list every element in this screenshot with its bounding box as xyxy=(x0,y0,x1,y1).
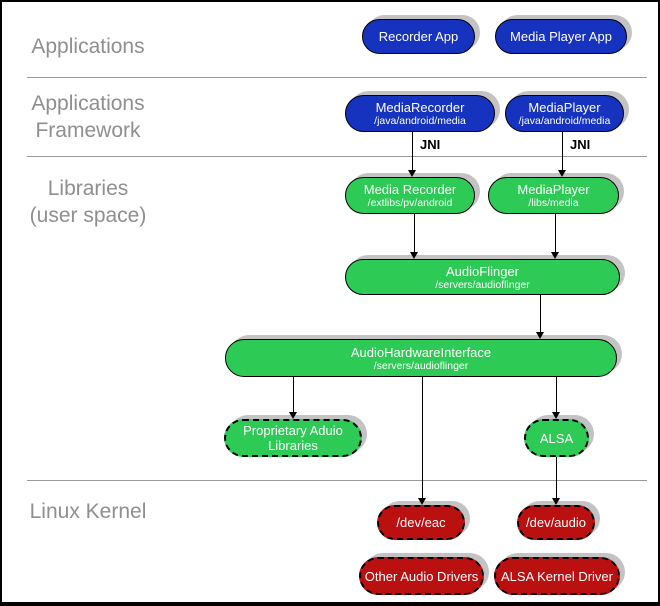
node-path: /servers/audioflinger xyxy=(373,359,469,372)
node-label: MediaPlayer xyxy=(517,182,590,197)
arrow-mediarecorder-to-audioflinger xyxy=(410,214,419,259)
layer-label-line: Applications xyxy=(31,92,145,115)
arrow-mediaplayer-to-audioflinger xyxy=(551,214,560,259)
node-label: MediaRecorder xyxy=(375,100,465,115)
layer-label-line: Framework xyxy=(35,119,141,142)
arrow-jni-mediaplayer xyxy=(558,132,567,177)
node-label: /dev/audio xyxy=(526,515,586,530)
node-path: /libs/media xyxy=(528,197,579,209)
node-other-audio-drivers: Other Audio Drivers xyxy=(359,557,484,595)
arrow-ahi-to-proprietary xyxy=(289,377,298,419)
node-media-player-app: Media Player App xyxy=(495,19,627,54)
node-dev-eac: /dev/eac xyxy=(377,505,465,540)
node-path: /extlibs/pv/android xyxy=(367,197,453,209)
node-dev-audio: /dev/audio xyxy=(517,505,595,540)
node-audiohardwareinterface: AudioHardwareInterface /servers/audiofli… xyxy=(225,339,617,377)
node-label: Other Audio Drivers xyxy=(364,568,479,584)
layer-label-libraries-user-space: Libraries (user space) xyxy=(14,175,162,229)
node-recorder-app: Recorder App xyxy=(362,19,475,54)
layer-label-line: (user space) xyxy=(29,204,147,227)
node-alsa-kernel-driver: ALSA Kernel Driver xyxy=(494,557,620,595)
node-mediarecorder-framework: MediaRecorder /java/android/media xyxy=(345,95,495,132)
node-path: /java/android/media xyxy=(518,115,611,127)
jni-label-right: JNI xyxy=(570,137,591,152)
arrow-audioflinger-to-ahi xyxy=(536,295,545,339)
divider-applications-framework xyxy=(27,77,647,78)
layer-label-linux-kernel: Linux Kernel xyxy=(29,500,147,523)
node-label: AudioHardwareInterface xyxy=(350,344,492,360)
arrow-ahi-to-alsa xyxy=(552,377,561,419)
node-label: Recorder App xyxy=(378,29,459,44)
node-label: ALSA Kernel Driver xyxy=(501,568,613,584)
node-label: AudioFlinger xyxy=(446,263,519,279)
layer-label-applications-framework: Applications Framework xyxy=(14,90,162,144)
node-label: Media Player App xyxy=(510,29,612,44)
node-proprietary-audio-libraries: Proprietary Aduio Libraries xyxy=(224,419,362,457)
layer-label-applications: Applications xyxy=(31,35,145,58)
node-label: MediaPlayer xyxy=(528,100,601,115)
node-media-recorder-library: Media Recorder /extlibs/pv/android xyxy=(345,177,475,214)
node-audioflinger: AudioFlinger /servers/audioflinger xyxy=(345,259,620,295)
divider-libraries-kernel xyxy=(27,480,647,481)
node-label: Proprietary Aduio xyxy=(243,423,343,438)
arrow-jni-mediarecorder xyxy=(408,132,417,177)
node-label: /dev/eac xyxy=(396,515,446,530)
jni-label-left: JNI xyxy=(420,137,441,152)
layer-label-line: Libraries xyxy=(47,177,129,200)
node-label: Media Recorder xyxy=(363,182,457,197)
node-path: /servers/audioflinger xyxy=(435,278,530,291)
arrow-ahi-to-dev-eac xyxy=(418,377,427,505)
node-label: Libraries xyxy=(268,438,318,453)
node-mediaplayer-library: MediaPlayer /libs/media xyxy=(488,177,619,214)
node-path: /java/android/media xyxy=(374,115,466,127)
node-mediaplayer-framework: MediaPlayer /java/android/media xyxy=(505,95,624,132)
node-label: ALSA xyxy=(539,430,574,446)
arrow-alsa-to-dev-audio xyxy=(552,457,561,505)
divider-framework-libraries xyxy=(27,156,647,157)
node-alsa: ALSA xyxy=(524,419,589,457)
